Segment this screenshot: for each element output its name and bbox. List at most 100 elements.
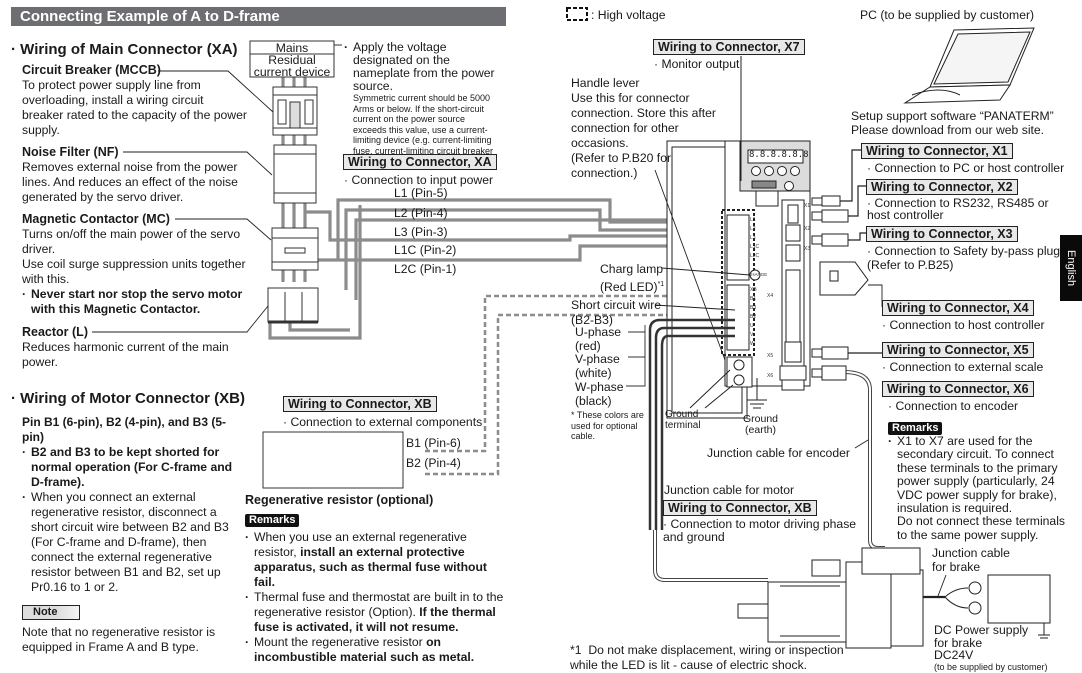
- xa-pin-l1: L1 (Pin-5): [394, 186, 448, 200]
- x4-desc: · Connection to host controller: [882, 318, 1045, 332]
- x3-desc: · Connection to Safety by-pass plug (Ref…: [867, 244, 1061, 272]
- mccb-title: Circuit Breaker (MCCB): [22, 63, 161, 77]
- nf-title: Noise Filter (NF): [22, 145, 119, 159]
- remarks-right: X1 to X7 are used for the secondary circ…: [888, 434, 1073, 542]
- regen-title: Regenerative resistor (optional): [245, 493, 434, 507]
- reactor-section: Reactor (L) Reduces harmonic current of …: [22, 325, 247, 370]
- wire-l1c: [305, 210, 735, 242]
- x2-desc: · Connection to RS232, RS485 or host con…: [867, 196, 1049, 222]
- junction-encoder-label: Junction cable for encoder: [707, 446, 850, 460]
- x6-title: Wiring to Connector, X6: [882, 381, 1034, 397]
- high-voltage-legend: : High voltage: [591, 8, 666, 22]
- port-x4-label: X4: [767, 293, 774, 299]
- xb-motor-title: Wiring to Connector, XB: [663, 500, 817, 516]
- wire-b1: [425, 294, 725, 453]
- reactor-title: Reactor (L): [22, 325, 88, 339]
- xb-pin-b1: B1 (Pin-6): [406, 436, 461, 450]
- x4-title: Wiring to Connector, X4: [882, 300, 1034, 316]
- panaterm-label: Setup support software “PANATERM”: [851, 109, 1054, 123]
- xa-desc: · Connection to input power: [344, 173, 494, 187]
- junction-motor-label: Junction cable for motor: [664, 483, 795, 497]
- pc-label: PC (to be supplied by customer): [860, 8, 1035, 22]
- regenerative-resistor-box: [262, 431, 404, 489]
- xb-ext-desc: · Connection to external components: [283, 415, 483, 429]
- reactor-graphic: [267, 287, 319, 324]
- phase-v: V-phase: [575, 352, 620, 367]
- mc-section: Magnetic Contactor (MC) Turns on/off the…: [22, 212, 252, 317]
- mc-body-2: Use coil surge suppression units togethe…: [22, 257, 246, 286]
- mc-warning: Never start nor stop the servo motor wit…: [22, 287, 252, 317]
- x3-title: Wiring to Connector, X3: [866, 226, 1018, 242]
- circuit-breaker-graphic: [272, 86, 318, 136]
- mc-title: Magnetic Contactor (MC): [22, 212, 170, 226]
- dc-power-label: DC Power supply for brake DC24V (to be s…: [934, 623, 1048, 672]
- high-voltage-legend-swatch: [566, 7, 588, 21]
- regen-remarks-badge: Remarks: [245, 514, 300, 527]
- leader-lines: [92, 70, 274, 333]
- mains-note-main: Apply the voltage designated on the name…: [344, 41, 499, 93]
- xb-pin-b2: B2 (Pin-4): [406, 456, 461, 470]
- charge-lamp-label: Charg lamp (Red LED)*1: [600, 262, 665, 295]
- xa-pin-l2: L2 (Pin-4): [394, 206, 448, 220]
- regen-bullet-2: Thermal fuse and thermostat are built in…: [245, 590, 507, 635]
- terminal-labels-top: L1 L2 L3 L1C L2C: [750, 217, 760, 259]
- xb-motor-desc: · Connection to motor driving phase and …: [663, 517, 857, 544]
- language-tab[interactable]: English: [1060, 235, 1082, 301]
- motor-connector-section: Pin B1 (6-pin), B2 (4-pin), and B3 (5-pi…: [22, 415, 240, 655]
- regen-section: Regenerative resistor (optional) Remarks…: [245, 493, 507, 665]
- port-x3-label: X3: [804, 246, 811, 252]
- servo-driver-graphic: [666, 140, 811, 419]
- xa-title: Wiring to Connector, XA: [343, 154, 497, 170]
- wire-b2: [425, 303, 725, 476]
- note-text: Note that no regenerative resistor is eq…: [22, 625, 216, 654]
- wire-l3: [354, 218, 735, 300]
- ground-earth-label: Ground (earth): [742, 413, 779, 436]
- magnetic-contactor-graphic: [271, 227, 319, 271]
- mains-note: Apply the voltage designated on the name…: [344, 41, 499, 167]
- mccb-section: Circuit Breaker (MCCB) To protect power …: [22, 63, 247, 138]
- phase-w: W-phase: [575, 379, 624, 394]
- motor-bullet-1: B2 and B3 to be kept shorted for normal …: [22, 445, 240, 490]
- note-badge: Note: [22, 605, 81, 620]
- nf-body: Removes external noise from the power li…: [22, 160, 238, 204]
- connector-plugs: [811, 195, 869, 381]
- phase-color-note: * These colors are used for optional cab…: [571, 410, 644, 442]
- xa-pin-l2c: L2C (Pin-1): [394, 262, 457, 276]
- download-label: Please download from our web site.: [851, 123, 1045, 137]
- wire-l1: [336, 198, 735, 260]
- x1-desc: · Connection to PC or host controller: [867, 161, 1065, 175]
- charge-terminal-label: CHARGE: [748, 272, 768, 277]
- port-x1-label: X1: [804, 203, 811, 209]
- mccb-body: To protect power supply line from overlo…: [22, 78, 247, 137]
- remarks-right-badge: Remarks: [888, 422, 943, 435]
- x7-title: Wiring to Connector, X7: [653, 39, 805, 55]
- port-x6-label: X6: [767, 373, 774, 379]
- noise-filter-graphic: [273, 144, 317, 204]
- x2-title: Wiring to Connector, X2: [866, 179, 1018, 195]
- x5-title: Wiring to Connector, X5: [882, 342, 1034, 358]
- nf-section: Noise Filter (NF) Removes external noise…: [22, 145, 250, 205]
- dashed-b-wires: [425, 294, 725, 476]
- remarks-right-badge-wrap: Remarks: [888, 418, 943, 436]
- port-x2-label: X2: [804, 226, 811, 232]
- remarks-right-text: X1 to X7 are used for the secondary circ…: [888, 434, 1073, 542]
- main-connector-heading: · Wiring of Main Connector (XA): [11, 41, 238, 58]
- motor-connector-heading: · Wiring of Motor Connector (XB): [11, 390, 246, 407]
- phase-labels: U-phase (red) V-phase (white) W-phase (b…: [575, 325, 624, 408]
- mains-label: Mains: [275, 41, 309, 55]
- x7-desc: · Monitor output: [654, 57, 740, 71]
- x6-desc: · Connection to encoder: [888, 399, 1019, 413]
- junction-brake-label: Junction cable for brake: [932, 546, 1010, 574]
- section-banner: Connecting Example of A to D-frame: [11, 7, 506, 26]
- rcd-label: Residual current device: [253, 53, 331, 79]
- terminal-labels-bottom: XB B1 B3 B2 U V W: [750, 287, 757, 347]
- port-x5-label: X5: [767, 353, 774, 359]
- handle-lever-text: Handle lever Use this for connector conn…: [571, 76, 716, 180]
- phase-u: U-phase: [575, 325, 622, 339]
- regen-bullet-1: When you use an external regenerative re…: [245, 530, 507, 590]
- xa-pin-l3: L3 (Pin-3): [394, 225, 448, 239]
- ground-terminal-label: Ground terminal: [665, 409, 701, 431]
- regen-bullet-3: Mount the regenerative resistor on incom…: [245, 635, 507, 665]
- laptop-graphic: [903, 27, 1035, 104]
